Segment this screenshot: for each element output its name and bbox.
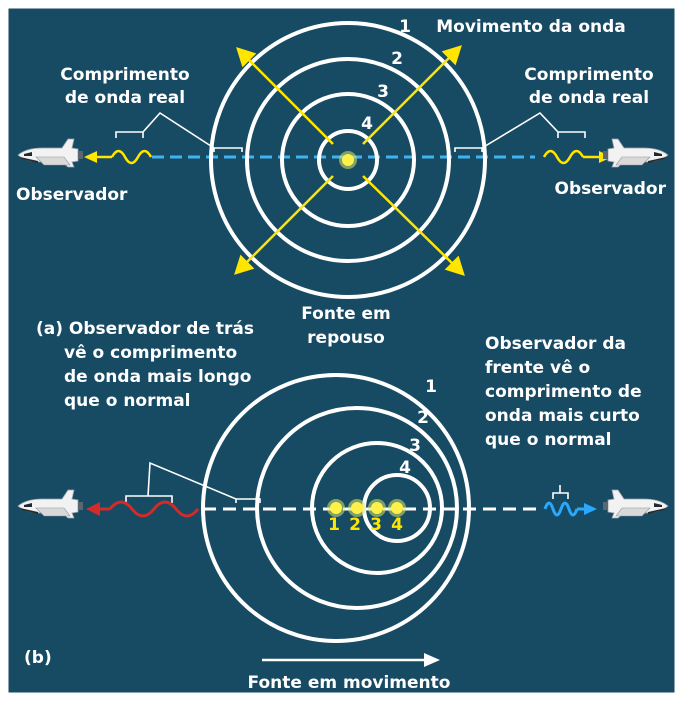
panel-b-label: (b) (24, 648, 52, 668)
bottom-wave-number-1: 1 (425, 377, 437, 397)
left-wavelength-label-line1: Comprimento (60, 65, 189, 85)
bottom-wave-number-4: 4 (399, 458, 411, 478)
wave-motion-arrows (234, 45, 465, 276)
source-position-label-3: 3 (370, 515, 382, 535)
long-wavelength-bracket (125, 495, 173, 503)
rear-observer-caption-line1: (a) Observador de trás (36, 319, 254, 339)
bottom-wave-circle-2 (255, 406, 459, 610)
top-panel: 1 2 3 4 Movimento da onda Comprimento de… (16, 17, 669, 348)
front-observer-caption-line3: comprimento de (485, 382, 642, 402)
source-position-1 (330, 502, 342, 514)
top-wave-circle-3 (280, 92, 416, 228)
redshifted-wave-arrowhead (86, 502, 100, 516)
right-observer-label: Observador (555, 179, 667, 199)
blueshifted-wave-arrowhead (584, 503, 597, 515)
source-position-2 (351, 502, 363, 514)
arrow-ne (362, 54, 453, 145)
front-observer-caption-line5: que o normal (485, 430, 612, 450)
blueshifted-wave (543, 501, 579, 517)
source-position-label-1: 1 (328, 515, 340, 535)
arrow-nw (245, 56, 334, 145)
wave-motion-label: Movimento da onda (436, 17, 626, 37)
arrow-se (362, 175, 456, 267)
motion-arrowhead (424, 653, 440, 667)
rear-observer-caption-line4: que o normal (64, 391, 191, 411)
right-wavelength-bracket (557, 131, 586, 138)
top-wave-circle-4 (317, 129, 379, 191)
moving-source-label: Fonte em movimento (248, 673, 451, 693)
top-wave-number-4: 4 (361, 114, 373, 134)
stationary-source (342, 154, 354, 166)
left-wave-arrowhead (84, 151, 97, 163)
arrow-se-head (444, 255, 465, 276)
redshifted-wave (108, 500, 200, 518)
source-position-label-2: 2 (349, 515, 361, 535)
arrow-nw-head (236, 47, 257, 68)
source-position-4 (391, 502, 403, 514)
bottom-wave-number-2: 2 (417, 408, 429, 428)
background (3, 3, 680, 698)
left-observer-label: Observador (16, 185, 128, 205)
rear-observer-caption-line2: vê o comprimento (64, 343, 237, 363)
rear-observer-caption-line3: de onda mais longo (64, 367, 251, 387)
top-wave-number-2: 2 (391, 49, 403, 69)
bottom-wave-circle-1 (201, 373, 471, 643)
source-at-rest-label-line1: Fonte em (301, 304, 391, 324)
right-wavelength-label-line2: de onda real (529, 88, 649, 108)
left-wavelength-bracket (115, 131, 144, 138)
top-wave-circle-1 (209, 21, 487, 299)
right-wavelength-label-line1: Comprimento (524, 65, 653, 85)
top-wave-circle-2 (245, 57, 451, 263)
top-wave-number-1: 1 (399, 17, 411, 37)
source-position-3 (371, 502, 383, 514)
left-wavelength-label-line2: de onda real (65, 88, 185, 108)
right-observed-wave (542, 149, 585, 165)
top-wave-number-3: 3 (377, 82, 389, 102)
front-observer-caption-line2: frente vê o (485, 358, 590, 378)
bottom-panel: (a) Observador de trás vê o comprimento … (17, 319, 669, 693)
source-at-rest-label-line2: repouso (307, 328, 385, 348)
bottom-wave-circle-3 (310, 441, 444, 575)
arrow-sw-head (234, 254, 255, 275)
front-observer-caption-line1: Observador da (485, 334, 626, 354)
source-position-label-4: 4 (391, 515, 403, 535)
front-observer-caption-line4: onda mais curto (485, 406, 640, 426)
arrow-sw (243, 175, 334, 266)
left-observed-wave (110, 149, 153, 165)
arrow-ne-head (441, 45, 462, 66)
bottom-wave-number-3: 3 (409, 436, 421, 456)
